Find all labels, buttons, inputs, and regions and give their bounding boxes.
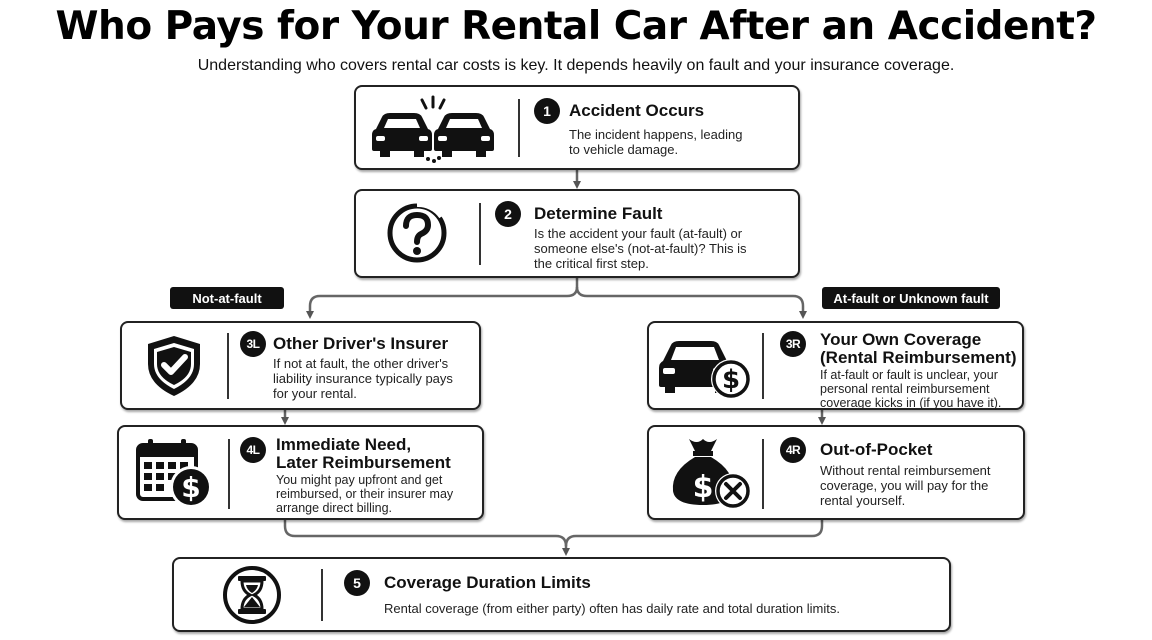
branch-split-right	[575, 286, 807, 319]
step-2-divider	[479, 203, 481, 265]
desc-line: You might pay upfront and get	[276, 473, 443, 487]
desc-line: reimbursed, or their insurer may	[276, 487, 454, 501]
step-5-title: Coverage Duration Limits	[384, 573, 591, 592]
title-line: Immediate Need,	[276, 435, 412, 454]
step-1-divider	[518, 99, 520, 157]
desc-line: for your rental.	[273, 386, 357, 401]
page-subtitle: Understanding who covers rental car cost…	[197, 57, 955, 74]
desc-line: If at-fault or fault is unclear, your	[820, 368, 998, 382]
step-2-card: 2 Determine Fault Is the accident your f…	[354, 189, 800, 278]
step-1-title: Accident Occurs	[569, 101, 705, 120]
step-5-card: 5 Coverage Duration Limits Rental covera…	[172, 557, 951, 632]
step-4r-card: $ 4R Out-of-Pocket Without rental reimbu…	[647, 425, 1025, 520]
step-3r-number: 3R	[780, 331, 806, 357]
step-3r-divider	[762, 333, 764, 399]
step-4l-divider	[228, 439, 230, 509]
step-1-card: 1 Accident Occurs The incident happens, …	[354, 85, 800, 170]
desc-line: Is the accident your fault (at-fault) or	[534, 226, 743, 241]
desc-line: The incident happens, leading	[569, 127, 743, 142]
svg-text:$: $	[722, 365, 740, 395]
title-line: Later Reimbursement	[276, 453, 451, 472]
step-4r-description: Without rental reimbursement coverage, y…	[820, 463, 991, 508]
step-2-description: Is the accident your fault (at-fault) or…	[534, 226, 747, 271]
branch-split	[306, 278, 579, 319]
desc-line: arrange direct billing.	[276, 501, 393, 515]
car-collision-icon	[368, 95, 500, 163]
hourglass-icon	[222, 565, 282, 625]
desc-line: to vehicle damage.	[569, 142, 679, 157]
step-5-description: Rental coverage (from either party) ofte…	[384, 601, 840, 616]
desc-line: personal rental reimbursement	[820, 382, 990, 396]
step-4r-number: 4R	[780, 437, 806, 463]
step-3l-description: If not at fault, the other driver's liab…	[273, 356, 453, 401]
desc-line: liability insurance typically pays	[273, 371, 453, 386]
calendar-dollar-icon: $	[135, 437, 215, 509]
step-3r-card: $ 3R Your Own Coverage (Rental Reimburse…	[647, 321, 1024, 410]
desc-line: the critical first step.	[534, 256, 649, 271]
merge-connector-right	[564, 520, 824, 547]
step-3l-title: Other Driver's Insurer	[273, 334, 449, 353]
page-title: Who Pays for Your Rental Car After an Ac…	[55, 4, 1097, 49]
step-5-number: 5	[344, 570, 370, 596]
step-3l-card: 3L Other Driver's Insurer If not at faul…	[120, 321, 481, 410]
step-4l-title: Immediate Need, Later Reimbursement	[276, 436, 451, 472]
step-2-title: Determine Fault	[534, 204, 663, 223]
step-3r-title: Your Own Coverage (Rental Reimbursement)	[820, 331, 1016, 367]
step-4l-card: $ 4L Immediate Need, Later Reimbursement…	[117, 425, 484, 520]
step-3l-divider	[227, 333, 229, 399]
question-icon	[385, 201, 449, 265]
step-4r-title: Out-of-Pocket	[820, 440, 933, 459]
step-1-number: 1	[534, 98, 560, 124]
title-line: Your Own Coverage	[820, 330, 982, 349]
step-2-number: 2	[495, 201, 521, 227]
svg-text:$: $	[693, 470, 714, 505]
step-3r-description: If at-fault or fault is unclear, your pe…	[820, 368, 1001, 410]
desc-line: If not at fault, the other driver's	[273, 356, 449, 371]
title-line: (Rental Reimbursement)	[820, 348, 1017, 367]
desc-line: coverage kicks in (if you have it).	[820, 396, 1002, 410]
step-4l-number: 4L	[240, 437, 266, 463]
step-3l-number: 3L	[240, 331, 266, 357]
desc-line: Rental coverage (from either party) ofte…	[384, 601, 840, 616]
desc-line: rental yourself.	[820, 493, 906, 508]
step-4l-description: You might pay upfront and get reimbursed…	[276, 473, 453, 515]
svg-text:$: $	[181, 471, 200, 504]
step-4r-divider	[762, 439, 764, 509]
desc-line: coverage, you will pay for the	[820, 478, 989, 493]
desc-line: someone else's (not-at-fault)? This is	[534, 241, 747, 256]
merge-connector	[283, 520, 570, 556]
branch-label-not-at-fault: Not-at-fault	[170, 287, 284, 309]
step-5-divider	[321, 569, 323, 621]
shield-check-icon	[144, 334, 204, 398]
branch-label-at-fault: At-fault or Unknown fault	[822, 287, 1000, 309]
money-bag-x-icon: $	[667, 435, 757, 511]
step-1-description: The incident happens, leading to vehicle…	[569, 127, 742, 157]
desc-line: Without rental reimbursement	[820, 463, 991, 478]
car-dollar-icon: $	[657, 335, 753, 401]
